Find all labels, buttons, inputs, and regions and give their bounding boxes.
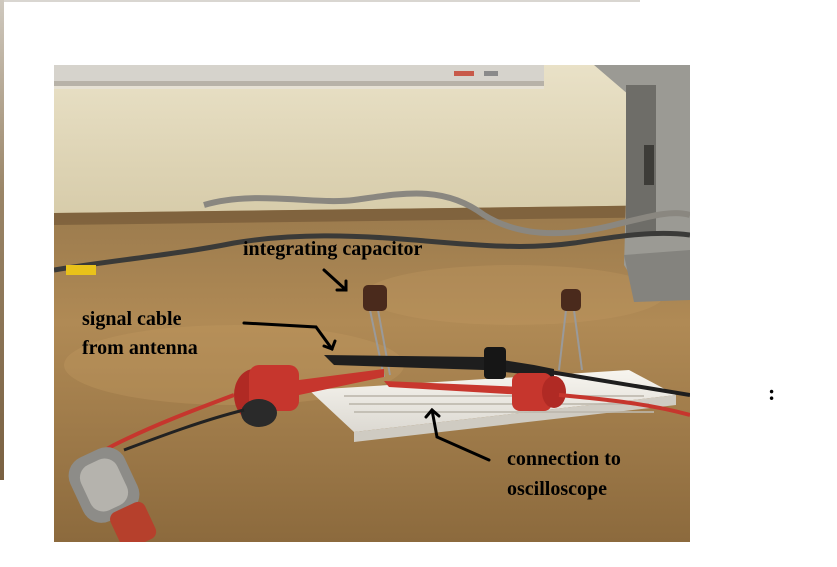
label-integrating-capacitor: integrating capacitor (243, 238, 423, 260)
wall (54, 65, 690, 215)
label-signal-cable-line2: from antenna (82, 337, 198, 359)
left-photo-strip (0, 0, 4, 480)
arrow-signal-cable (242, 321, 334, 351)
trailing-colon-mark: : (768, 380, 776, 405)
photo-scene (54, 65, 690, 542)
red-probe-clip-left (234, 365, 384, 427)
black-probe-clip (324, 347, 690, 397)
black-wire (123, 408, 245, 452)
red-probe-clip-right (384, 373, 690, 417)
gray-cable (203, 190, 690, 237)
annotation-arrows (242, 268, 491, 462)
arrow-connection (430, 408, 491, 462)
whiteboard-tray (54, 65, 544, 81)
label-signal-cable-line1: signal cable (82, 308, 182, 330)
top-border-line (0, 0, 640, 2)
second-capacitor (558, 289, 583, 371)
black-cable (54, 230, 690, 273)
label-connection-line2: oscilloscope (507, 478, 607, 500)
oscilloscope (594, 65, 690, 302)
label-connection-line1: connection to (507, 448, 621, 470)
yellow-tag (66, 265, 96, 275)
breadboard-photo (54, 65, 690, 542)
bnc-connector (68, 447, 157, 542)
arrow-capacitor (322, 268, 348, 292)
